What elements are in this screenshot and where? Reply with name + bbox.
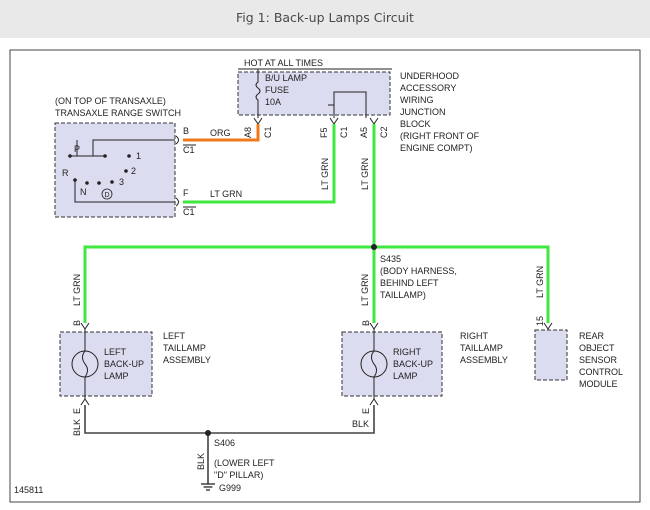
ground-id: G999 [219, 483, 241, 493]
right-lamp-pin-e: E [361, 408, 371, 414]
svg-text:ENGINE COMPT): ENGINE COMPT) [400, 143, 473, 153]
left-assembly-label1: LEFT [163, 331, 186, 341]
splice-s406-desc2: "D" PILLAR) [214, 470, 263, 480]
fuse-block-terminals [253, 117, 379, 125]
fuse-pin-f5: F5 [319, 127, 329, 138]
transaxle-connectors [175, 135, 179, 207]
left-lamp-label3: LAMP [104, 371, 129, 381]
rear-module-label: REAR OBJECT SENSOR CONTROL MODULE [579, 331, 623, 389]
fuse-label-line1: B/U LAMP [265, 73, 307, 83]
svg-text:MODULE: MODULE [579, 379, 618, 389]
right-bulb-symbol [360, 329, 388, 399]
right-lamp-label1: RIGHT [393, 347, 422, 357]
svg-text:(RIGHT FRONT OF: (RIGHT FRONT OF [400, 131, 480, 141]
transaxle-location-text: (ON TOP OF TRANSAXLE) [55, 96, 166, 106]
left-bulb-symbol [71, 329, 99, 399]
right-lamp-label2: BACK-UP [393, 359, 433, 369]
lt-grn-label-right: LT GRN [360, 274, 370, 306]
lt-grn-label-switch: LT GRN [210, 189, 242, 199]
svg-text:WIRING: WIRING [400, 95, 434, 105]
module-pin-15: 15 [535, 316, 545, 326]
svg-text:UNDERHOOD: UNDERHOOD [400, 71, 460, 81]
svg-text:OBJECT: OBJECT [579, 343, 615, 353]
fuse-label-line2: FUSE [265, 85, 289, 95]
lt-grn-wire-bus [83, 245, 550, 323]
blk-label-ground: BLK [196, 453, 206, 470]
left-lamp-label2: BACK-UP [104, 359, 144, 369]
lt-grn-label-left: LT GRN [72, 274, 82, 306]
splice-s406-id: S406 [214, 438, 235, 448]
splice-s435-desc1: (BODY HARNESS, [380, 266, 457, 276]
transaxle-pin-b: B [183, 126, 189, 136]
blk-wire [84, 405, 375, 434]
blk-label-right: BLK [352, 419, 369, 429]
ground-symbol [201, 483, 215, 491]
svg-text:CONTROL: CONTROL [579, 367, 623, 377]
range-switch-contacts [68, 139, 175, 203]
junction-block-description: UNDERHOOD ACCESSORY WIRING JUNCTION BLOC… [400, 71, 480, 153]
right-assembly-label3: ASSEMBLY [460, 355, 508, 365]
fuse-conn-c2: C2 [379, 126, 389, 138]
svg-text:BLOCK: BLOCK [400, 119, 431, 129]
transaxle-name-text: TRANSAXLE RANGE SWITCH [55, 108, 181, 118]
splice-s435-desc3: TAILLAMP) [380, 290, 426, 300]
lt-grn-label-a5: LT GRN [360, 158, 370, 190]
transaxle-pin-f: F [183, 188, 189, 198]
lt-grn-label-f5: LT GRN [320, 158, 330, 190]
fuse-pin-a5: A5 [359, 127, 369, 138]
left-lamp-pin-b: B [72, 320, 82, 326]
splice-s406-dot [205, 430, 211, 436]
figure-header: Fig 1: Back-up Lamps Circuit [0, 0, 650, 38]
hot-at-all-times-text: HOT AT ALL TIMES [244, 58, 323, 68]
fuse-pin-a8: A8 [243, 127, 253, 138]
svg-text:REAR: REAR [579, 331, 605, 341]
range-position-1: 1 [136, 151, 141, 161]
range-position-n: N [80, 187, 87, 197]
figure-id: 145811 [14, 485, 43, 495]
splice-s406-desc1: (LOWER LEFT [214, 458, 275, 468]
transaxle-range-switch-box [54, 122, 176, 218]
left-lamp-label1: LEFT [104, 347, 127, 357]
range-position-p: P [74, 144, 80, 154]
figure-title: Fig 1: Back-up Lamps Circuit [236, 10, 414, 25]
splice-s435-desc2: BEHIND LEFT [380, 278, 439, 288]
fuse-label-line3: 10A [265, 97, 281, 107]
lt-grn-wire-switch [183, 124, 336, 204]
org-wire-label: ORG [210, 128, 231, 138]
org-wire [183, 124, 260, 142]
svg-text:SENSOR: SENSOR [579, 355, 618, 365]
fuse-symbol [255, 69, 367, 118]
transaxle-conn-f: C1 [183, 207, 195, 217]
diagram-frame [9, 49, 641, 503]
range-position-3: 3 [119, 177, 124, 187]
fuse-conn-c1-a: C1 [263, 126, 273, 138]
left-taillamp-assembly [59, 331, 153, 397]
transaxle-conn-b: C1 [183, 145, 195, 155]
range-position-d: D [105, 192, 110, 199]
range-position-r: R [62, 168, 69, 178]
right-taillamp-assembly [341, 331, 443, 397]
right-lamp-label3: LAMP [393, 371, 418, 381]
blk-label-left: BLK [72, 419, 82, 436]
underhood-junction-block [237, 71, 391, 116]
rear-object-sensor-module [534, 329, 568, 381]
left-assembly-label3: ASSEMBLY [163, 355, 211, 365]
left-lamp-pin-e: E [72, 408, 82, 414]
svg-text:ACCESSORY: ACCESSORY [400, 83, 456, 93]
splice-s435-dot [371, 244, 377, 250]
fuse-conn-c1-b: C1 [339, 126, 349, 138]
splice-s435-id: S435 [380, 254, 401, 264]
right-assembly-label2: TAILLAMP [460, 343, 503, 353]
svg-text:JUNCTION: JUNCTION [400, 107, 446, 117]
right-lamp-pin-b: B [361, 320, 371, 326]
left-assembly-label2: TAILLAMP [163, 343, 206, 353]
right-assembly-label1: RIGHT [460, 331, 489, 341]
range-position-2: 2 [131, 166, 136, 176]
lt-grn-label-module: LT GRN [535, 266, 545, 298]
